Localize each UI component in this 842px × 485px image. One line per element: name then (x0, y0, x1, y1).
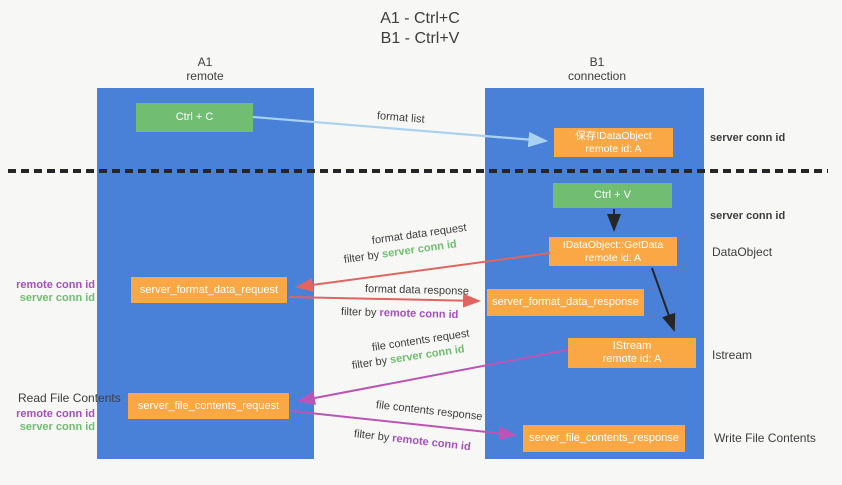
node-save-line2: remote id: A (585, 142, 642, 155)
node-format-response-label: server_format_data_response (492, 296, 639, 308)
diagram-title: A1 - Ctrl+C B1 - Ctrl+V (300, 9, 540, 49)
remote-conn-id-text: remote conn id (391, 432, 472, 454)
node-file-request-label: server_file_contents_request (137, 399, 280, 412)
conn-id-stack-mid: remote conn id server conn id (10, 279, 95, 305)
server-conn-id-text: server conn id (19, 292, 95, 304)
remote-conn-id-text: remote conn id (16, 408, 95, 420)
filter-by-text: filter by (343, 248, 383, 266)
node-save-line1: 保存IDataObject (575, 129, 652, 142)
filter-by-text: filter by (351, 354, 391, 372)
conn-id-stack-bottom: remote conn id server conn id (10, 408, 95, 434)
remote-conn-id-text: remote conn id (379, 307, 459, 322)
node-ctrl-v: Ctrl + V (553, 183, 672, 208)
lane-a1-subtitle: remote (186, 69, 224, 83)
lane-header-a1: A1 remote (145, 55, 265, 83)
label-server-conn-id-mid: server conn id (710, 210, 786, 222)
arrow-format-data-response (288, 293, 481, 308)
label-format-list: format list (376, 110, 426, 126)
label-filter-by-remote-conn-id-1: filter by remote conn id (341, 306, 459, 321)
node-ctrl-c-label: Ctrl + C (175, 111, 214, 123)
node-ctrl-v-label: Ctrl + V (594, 189, 631, 201)
label-read-file-contents: Read File Contents (18, 391, 121, 405)
lane-a1-name: A1 (197, 55, 213, 69)
server-conn-id-text: server conn id (19, 421, 95, 433)
label-write-file-contents: Write File Contents (714, 431, 816, 445)
label-format-data-response: format data response (364, 283, 470, 298)
node-getdata-line2: remote id: A (584, 251, 642, 264)
node-server-format-data-response: server_format_data_response (487, 289, 644, 316)
label-dataobject: DataObject (712, 245, 773, 259)
node-ctrl-c: Ctrl + C (136, 103, 253, 132)
label-filter-by-remote-conn-id-2: filter by remote conn id (353, 428, 471, 453)
node-server-format-data-request: server_format_data_request (131, 277, 287, 303)
node-istream: IStream remote id: A (568, 338, 696, 368)
lane-b1-subtitle: connection (567, 69, 627, 83)
title-line-1: A1 - Ctrl+C (380, 10, 460, 27)
node-server-file-contents-request: server_file_contents_request (128, 393, 289, 419)
node-istream-line2: remote id: A (602, 353, 662, 365)
filter-by-text: filter by (340, 306, 380, 320)
machine-boundary-dashed-line (8, 169, 828, 173)
label-istream: Istream (712, 348, 753, 362)
filter-by-text: filter by (353, 428, 393, 445)
node-file-response-label: server_file_contents_response (529, 432, 679, 444)
node-getdata-line1: IDataObject::GetData (562, 238, 664, 251)
label-server-conn-id-top: server conn id (710, 132, 786, 144)
lane-header-b1: B1 connection (537, 55, 657, 83)
lane-b1-name: B1 (589, 55, 605, 69)
remote-conn-id-text: remote conn id (16, 279, 95, 291)
label-file-contents-response: file contents response (375, 399, 484, 424)
node-format-request-label: server_format_data_request (139, 283, 279, 296)
title-line-2: B1 - Ctrl+V (380, 30, 460, 47)
node-save-idataobject: 保存IDataObject remote id: A (554, 128, 673, 157)
node-server-file-contents-response: server_file_contents_response (523, 425, 685, 452)
node-istream-line1: IStream (612, 340, 652, 352)
node-idataobject-getdata: IDataObject::GetData remote id: A (549, 237, 677, 266)
